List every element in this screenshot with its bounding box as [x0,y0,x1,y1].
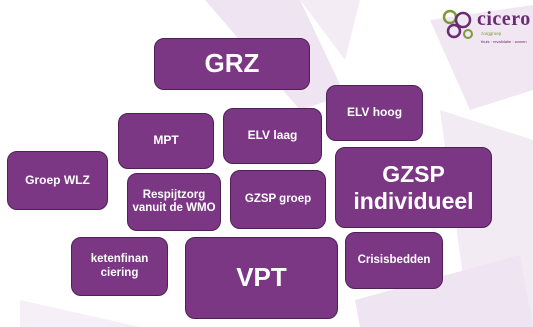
box-gzsp-individueel-label: GZSP individueel [353,161,474,214]
box-crisisbedden-label: Crisisbedden [357,253,431,266]
box-ketenfinanciering: ketenfinan ciering [71,237,168,296]
logo-leaf-icon [442,9,473,39]
box-elv-hoog: ELV hoog [326,85,423,141]
logo-tagline: thuis · revalidatie · wonen [481,39,527,44]
box-elv-hoog-label: ELV hoog [346,105,403,120]
box-gzsp-groep: GZSP groep [230,170,326,229]
box-elv-laag: ELV laag [223,108,322,164]
box-respijtzorg: Respijtzorg vanuit de WMO [127,173,221,231]
box-vpt: VPT [185,237,338,319]
box-mpt-label: MPT [153,133,179,148]
box-groep-wlz: Groep WLZ [7,151,108,210]
logo-name: cicero [477,8,531,30]
cicero-logo: cicero zorggroep thuis · revalidatie · w… [441,6,533,50]
box-mpt: MPT [118,113,214,169]
box-respijtzorg-label: Respijtzorg vanuit de WMO [132,188,216,214]
box-elv-laag-label: ELV laag [247,128,298,143]
box-gzsp-groep-label: GZSP groep [244,192,312,205]
box-groep-wlz-label: Groep WLZ [25,172,90,187]
box-grz: GRZ [154,38,310,90]
box-crisisbedden: Crisisbedden [345,232,443,289]
box-vpt-label: VPT [236,262,287,293]
box-gzsp-individueel: GZSP individueel [335,147,492,228]
logo-subtitle: zorggroep [481,31,502,36]
box-grz-label: GRZ [204,48,260,79]
box-ketenfinanciering-label: ketenfinan ciering [90,253,149,279]
